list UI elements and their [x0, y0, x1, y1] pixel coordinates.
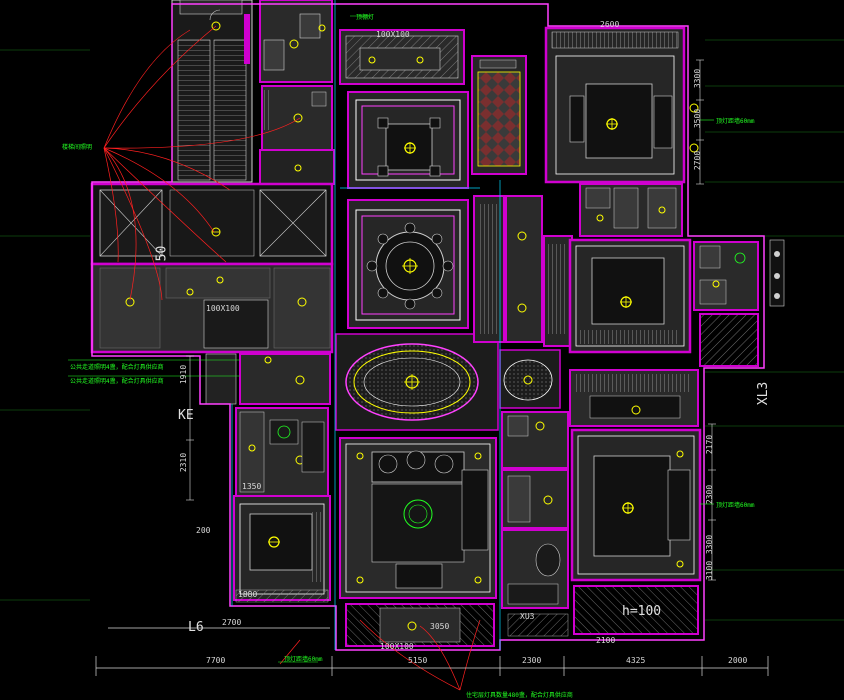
bedroom-middle-right	[568, 238, 692, 354]
right-dimension-3: 2700	[693, 150, 703, 171]
balcony-bottom	[345, 603, 495, 647]
closet-right	[569, 369, 699, 427]
center-corridors	[471, 55, 573, 409]
left-dimension-2: 2310	[179, 452, 189, 473]
living-room	[339, 437, 497, 599]
right-dimension-1: 3300	[693, 68, 703, 89]
sheet-grid	[0, 39, 844, 621]
annotation-corridor-b: 公共走道照明4盏，配合灯具供应商	[70, 378, 164, 385]
label-dim-1880: 1880	[238, 590, 258, 599]
label-dim-100x100-mid: 100X100	[206, 304, 240, 313]
bedroom-bottom-left	[233, 495, 331, 603]
right-dimension-2: 3500	[693, 108, 703, 129]
label-dim-2700: 2700	[222, 618, 242, 627]
label-xu3: XU3	[520, 612, 535, 621]
foyer-top	[339, 29, 465, 85]
right-dimension-4: 2170	[705, 434, 715, 455]
annotation-left-bottom: 顶灯距墙60mm	[284, 656, 323, 663]
bath-center-right	[501, 411, 569, 637]
label-50: 50	[154, 245, 170, 262]
bottom-dimension-4: 4325	[626, 656, 646, 665]
label-dim-1350: 1350	[242, 482, 262, 491]
grid-label-l6: L6	[188, 620, 204, 635]
bottom-dimension-2: 5150	[408, 656, 428, 665]
grid-label-ke: KE	[178, 408, 194, 423]
right-dimension-5: 2300	[705, 484, 715, 505]
bottom-dimension-5: 2000	[728, 656, 748, 665]
grid-label-xl3: XL3	[756, 381, 772, 406]
bottom-dimension-1: 7700	[206, 656, 226, 665]
stairwell	[171, 0, 253, 183]
bath-top-right	[579, 183, 683, 237]
left-dimension-3: 200	[196, 526, 211, 535]
label-h100: h=100	[622, 604, 662, 619]
label-dim-3050: 3050	[430, 622, 450, 631]
annotation-top: 顶棚灯	[356, 14, 375, 21]
right-dimension-6: 3300	[705, 534, 715, 555]
lobby	[90, 262, 334, 405]
label-dim-2600: 2600	[600, 20, 620, 29]
annotation-right-2: 顶灯距墙60mm	[716, 502, 755, 509]
annotation-corridor-a: 公共走道照明4盏，配合灯具供应商	[70, 364, 164, 371]
top-bath-rooms	[259, 0, 335, 185]
label-dim-2100: 2100	[596, 636, 616, 645]
bottom-dimension-line	[95, 627, 769, 676]
oval-foyer	[335, 333, 499, 431]
bedroom-top-right	[544, 26, 699, 184]
label-dim-100x100-bot: 100X100	[380, 642, 414, 651]
annotation-bottom: 住宅层灯具数量480盏，配合灯具供应商	[466, 692, 573, 699]
elevator-block	[90, 182, 334, 266]
kitchen	[235, 407, 329, 497]
dining-room-round	[347, 199, 469, 329]
annotation-right-1: 顶灯距墙60mm	[716, 118, 755, 125]
bedroom-bottom-right	[570, 428, 702, 635]
left-dimension-1: 1910	[179, 364, 189, 385]
leader-arcs	[103, 25, 301, 301]
annotation-stair: 楼梯间照明	[62, 144, 93, 151]
bath-far-right	[693, 239, 785, 367]
right-dimension-7: 3100	[705, 560, 715, 581]
bottom-dimension-3: 2300	[522, 656, 542, 665]
dining-room-square	[347, 91, 469, 189]
label-dim-100x100-top: 100X100	[376, 30, 410, 39]
